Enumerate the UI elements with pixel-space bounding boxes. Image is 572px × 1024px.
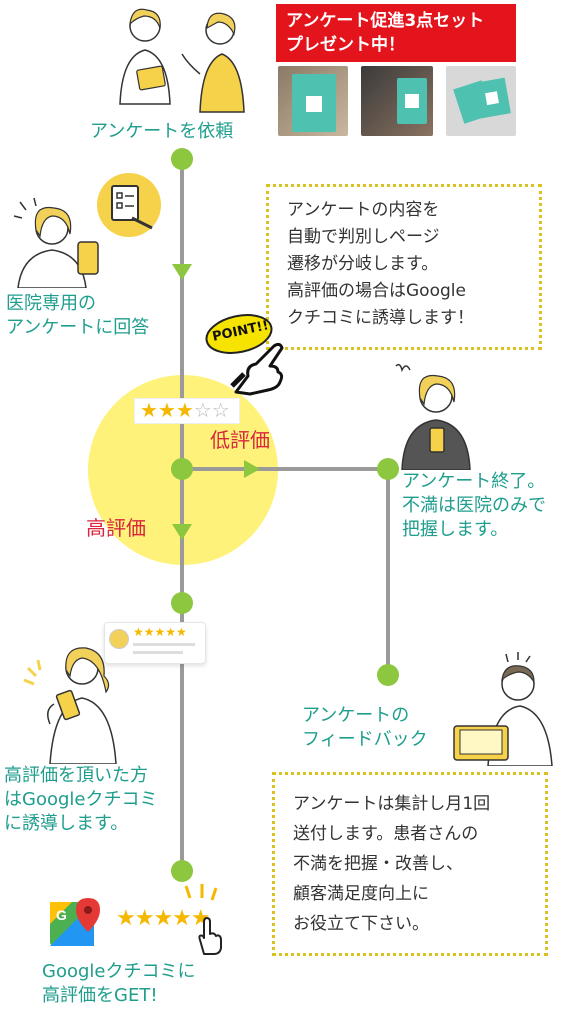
rating-stars-five-small: ★★★★★: [133, 625, 187, 639]
low-branch-line-overlay: [182, 467, 278, 471]
end-label-2: 不満は医院のみで: [402, 495, 546, 516]
end-label-1: アンケート終了。: [402, 471, 546, 492]
step-answer-label-2: アンケートに回答: [6, 317, 150, 338]
feedback-label-2: フィードバック: [302, 729, 428, 750]
three-star-rating-card: [134, 398, 240, 424]
flow-node-request: [171, 148, 193, 170]
info-box-1-line3: 遷移が分岐します。: [287, 254, 439, 274]
info-box-auto-branch: アンケートの内容を 自動で判別しページ 遷移が分岐します。 高評価の場合はGoo…: [266, 184, 542, 350]
promo-photo-poster: [361, 66, 433, 136]
woman-phone-illustration: [12, 196, 112, 289]
promo-photo-stand: [278, 66, 348, 136]
arrow-down-1: [172, 264, 192, 280]
promo-banner: アンケート促進3点セット プレゼント中！: [276, 4, 516, 62]
sparkle-icon: [180, 884, 220, 904]
info-box-2-line4: 顧客満足度向上に: [293, 884, 429, 904]
info-box-1-line2: 自動で判別しページ: [287, 227, 440, 247]
flow-node-low-end: [377, 458, 399, 480]
goal-label-1: Googleクチコミに: [42, 961, 196, 982]
star-filled-icon: ★: [175, 398, 194, 422]
star-filled-icon: ★: [140, 398, 158, 422]
flow-node-branch: [171, 458, 193, 480]
star-empty-icon: ☆: [193, 398, 212, 422]
low-branch-vertical: [386, 469, 390, 675]
info-box-feedback: アンケートは集計し月1回 送付します。患者さんの 不満を把握・改善し、 顧客満足…: [272, 772, 548, 956]
step-request-label: アンケートを依頼: [90, 121, 234, 142]
promo-title-line2: プレゼント中！: [286, 35, 405, 55]
rating-stars-three: ★★★☆☆: [140, 398, 230, 422]
svg-text:G: G: [56, 907, 67, 923]
arrow-down-high: [172, 524, 192, 540]
info-box-1-line5: クチコミに誘導します！: [287, 308, 474, 328]
google-maps-icon: G: [48, 894, 104, 950]
end-label-3: 把握します。: [402, 519, 509, 540]
info-box-2-line2: 送付します。患者さんの: [293, 824, 479, 844]
happy-woman-phone-illustration: [20, 640, 130, 765]
star-empty-icon: ☆: [211, 398, 230, 422]
high-label-2: はGoogleクチコミ: [4, 789, 158, 810]
branch-high-label: 高評価: [86, 516, 146, 540]
click-hand-icon: [194, 916, 224, 956]
step-answer-label-1: 医院専用の: [6, 293, 96, 314]
receptionist-illustration: [100, 4, 260, 116]
three-star-rating: ★★★☆☆: [140, 398, 230, 422]
info-box-2-line1: アンケートは集計し月1回: [293, 794, 491, 814]
flow-node-feedback: [377, 664, 399, 686]
checklist-icon: [96, 172, 162, 238]
promo-photo-cards: [446, 66, 516, 136]
pointing-hand-icon: [228, 336, 292, 400]
high-label-3: に誘導します。: [4, 813, 129, 834]
high-label-1: 高評価を頂いた方: [4, 765, 148, 786]
flow-node-goal: [171, 860, 193, 882]
reviewer-avatar: [109, 629, 129, 649]
feedback-label-1: アンケートの: [302, 705, 410, 726]
rating-stars-five-large: ★★★★★: [116, 906, 211, 931]
info-box-2-line5: お役立て下さい。: [293, 914, 429, 934]
info-box-1-line4: 高評価の場合はGoogle: [287, 281, 466, 301]
info-box-1-line1: アンケートの内容を: [287, 200, 440, 220]
worried-woman-illustration: [392, 358, 478, 471]
info-box-2-line3: 不満を把握・改善し、: [293, 854, 463, 874]
man-laptop-illustration: [448, 650, 558, 767]
five-star-review-card: ★★★★★: [104, 622, 206, 664]
promo-title-line1: アンケート促進3点セット: [286, 11, 485, 31]
arrow-right-low: [244, 460, 260, 478]
branch-low-label: 低評価: [210, 428, 270, 452]
star-filled-icon: ★: [157, 398, 176, 422]
flow-node-high: [171, 592, 193, 614]
low-branch-line: [182, 467, 388, 471]
goal-label-2: 高評価をGET!: [42, 985, 158, 1006]
point-badge: POINT!!: [204, 312, 274, 356]
